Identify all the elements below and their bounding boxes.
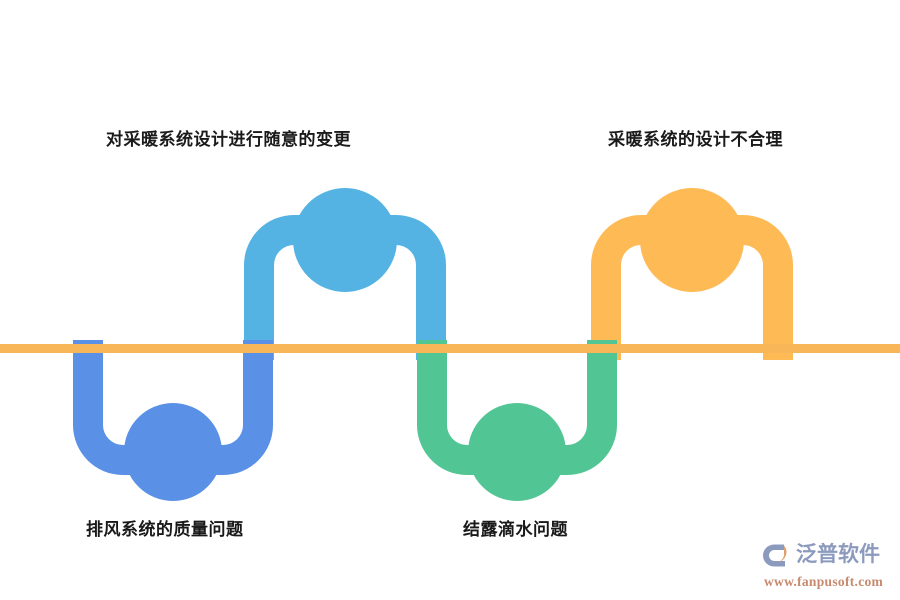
watermark: 泛普软件 www.fanpusoft.com [762,535,892,593]
node-top-left-circle [293,188,397,292]
node-top-right-circle [640,188,744,292]
node-top-right-shape[interactable] [591,188,793,360]
label-node-top-right: 采暖系统的设计不合理 [608,130,783,149]
watermark-row: 泛普软件 [762,539,880,571]
node-bottom-middle-circle [468,403,566,501]
horizontal-axis-line [0,344,900,353]
node-top-left-shape[interactable] [244,188,446,360]
watermark-url: www.fanpusoft.com [764,573,884,589]
node-bottom-left-shape[interactable] [73,340,273,501]
fanpusoft-logo-icon [763,544,787,566]
label-node-top-left: 对采暖系统设计进行随意的变更 [106,130,351,149]
watermark-brand-name: 泛普软件 [796,542,880,566]
node-bottom-middle-shape[interactable] [417,340,617,501]
label-node-bottom-middle: 结露滴水问题 [463,520,568,539]
label-node-bottom-left: 排风系统的质量问题 [86,520,244,539]
node-bottom-left-circle [124,403,222,501]
